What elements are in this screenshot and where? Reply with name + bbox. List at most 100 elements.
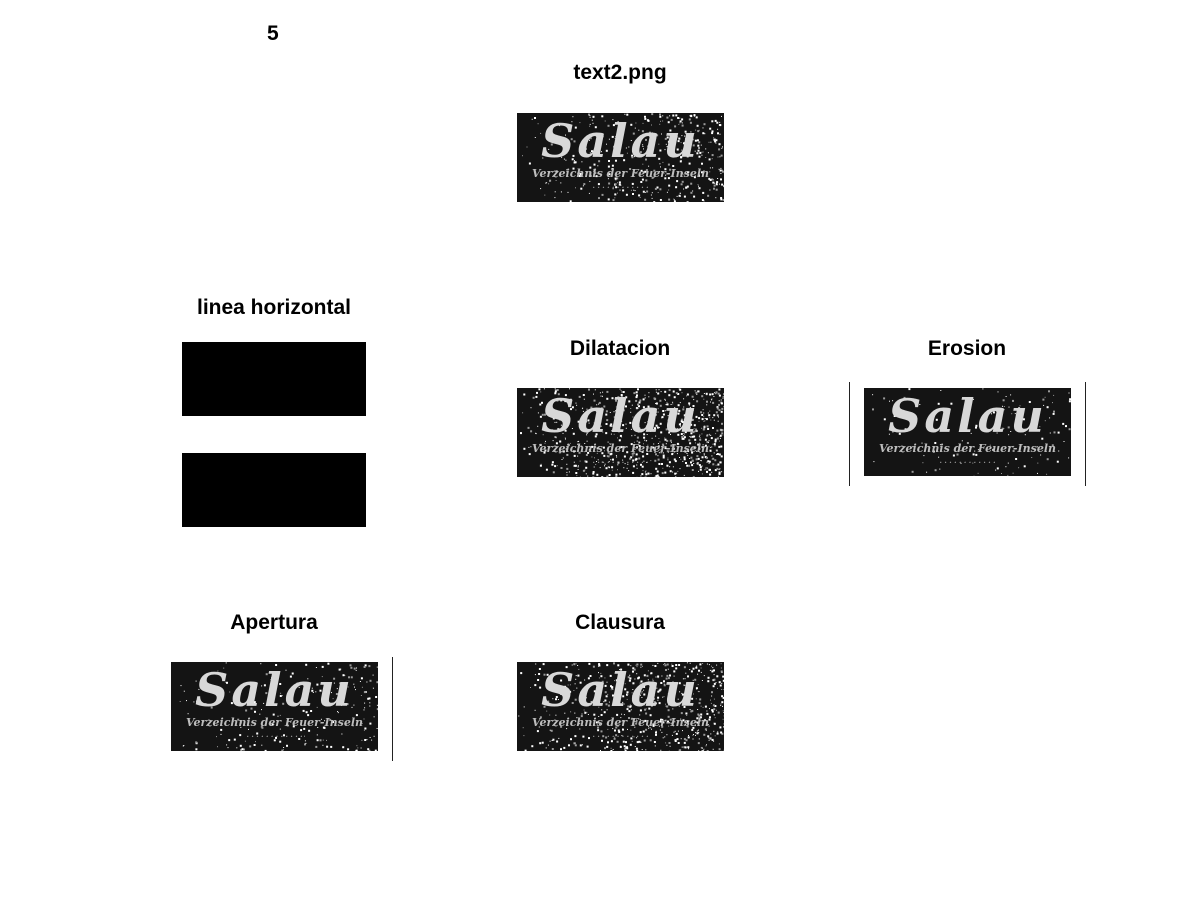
noise-speck xyxy=(658,725,660,727)
noise-speck xyxy=(681,746,683,748)
noise-speck xyxy=(577,420,580,423)
noise-speck xyxy=(243,748,245,751)
noise-speck xyxy=(559,418,562,421)
noise-speck xyxy=(568,444,570,447)
noise-speck xyxy=(617,461,620,464)
noise-speck xyxy=(690,684,692,686)
noise-speck xyxy=(1003,428,1005,429)
noise-speck xyxy=(619,189,621,191)
noise-speck xyxy=(703,454,705,456)
noise-speck xyxy=(599,392,601,394)
noise-speck xyxy=(322,703,325,706)
image-original: Salau Verzeichnis der Feuer-Inseln · · ·… xyxy=(517,113,724,202)
noise-speck xyxy=(662,115,664,117)
noise-speck xyxy=(601,193,604,196)
noise-speck xyxy=(640,680,643,683)
image-word: Salau xyxy=(541,114,700,168)
noise-speck xyxy=(698,732,700,734)
noise-speck xyxy=(656,470,659,473)
noise-speck xyxy=(607,728,609,730)
noise-speck xyxy=(588,662,591,665)
noise-speck xyxy=(997,391,999,393)
noise-speck xyxy=(319,689,322,692)
noise-speck xyxy=(655,389,657,391)
noise-speck xyxy=(620,394,623,396)
noise-speck xyxy=(552,417,555,420)
noise-speck xyxy=(608,173,611,176)
noise-speck xyxy=(701,162,703,165)
noise-speck xyxy=(1005,396,1007,397)
noise-speck xyxy=(680,738,682,740)
noise-speck xyxy=(721,170,724,173)
noise-speck xyxy=(692,431,695,434)
noise-speck xyxy=(685,133,687,135)
noise-speck xyxy=(663,664,664,666)
noise-speck xyxy=(652,446,655,449)
noise-speck xyxy=(537,412,539,414)
noise-speck xyxy=(952,454,955,457)
noise-speck xyxy=(596,691,598,693)
noise-speck xyxy=(691,451,694,454)
noise-speck xyxy=(699,716,702,719)
noise-speck xyxy=(706,441,709,444)
image-subtitle: Verzeichnis der Feuer-Inseln xyxy=(185,716,364,729)
noise-speck xyxy=(665,404,667,406)
noise-speck xyxy=(694,725,696,727)
noise-speck xyxy=(666,744,668,746)
noise-speck xyxy=(1022,418,1025,421)
noise-speck xyxy=(703,719,706,722)
noise-speck xyxy=(650,703,652,705)
noise-speck xyxy=(626,451,629,454)
noise-speck xyxy=(690,115,693,118)
noise-speck xyxy=(966,442,969,444)
noise-speck xyxy=(703,412,705,414)
noise-speck xyxy=(544,449,547,452)
noise-speck xyxy=(614,177,617,180)
noise-speck xyxy=(559,415,562,418)
noise-speck xyxy=(669,115,671,117)
noise-speck xyxy=(945,410,947,412)
noise-speck xyxy=(260,725,263,728)
noise-speck xyxy=(591,428,594,431)
noise-speck xyxy=(586,689,588,691)
noise-speck xyxy=(523,706,525,708)
noise-speck xyxy=(702,444,704,446)
noise-speck xyxy=(692,190,694,192)
noise-speck xyxy=(690,710,693,713)
noise-speck xyxy=(1002,399,1005,402)
noise-speck xyxy=(688,118,691,121)
noise-speck xyxy=(518,715,520,717)
noise-speck xyxy=(715,682,717,684)
noise-speck xyxy=(970,432,972,434)
noise-speck xyxy=(703,453,705,455)
noise-speck xyxy=(685,724,687,726)
noise-speck xyxy=(610,433,612,435)
noise-speck xyxy=(649,423,652,426)
noise-speck xyxy=(628,717,630,719)
noise-speck xyxy=(360,747,362,749)
noise-speck xyxy=(722,146,723,148)
noise-speck xyxy=(667,177,670,180)
noise-speck xyxy=(676,453,678,455)
noise-speck xyxy=(683,414,686,417)
noise-speck xyxy=(592,665,595,668)
noise-speck xyxy=(612,124,615,127)
noise-speck xyxy=(605,432,608,435)
noise-speck xyxy=(715,188,718,191)
noise-speck xyxy=(638,405,640,408)
noise-speck xyxy=(624,463,626,465)
noise-speck xyxy=(684,431,687,434)
noise-speck xyxy=(549,740,551,742)
noise-speck xyxy=(536,391,538,394)
noise-speck xyxy=(693,133,695,135)
noise-speck xyxy=(680,183,683,186)
noise-speck xyxy=(645,138,647,141)
noise-speck xyxy=(704,728,707,731)
noise-speck xyxy=(564,685,567,688)
noise-speck xyxy=(572,167,575,170)
noise-speck xyxy=(661,725,664,728)
noise-speck xyxy=(687,691,689,693)
noise-speck xyxy=(694,150,696,152)
noise-speck xyxy=(719,183,720,185)
noise-speck xyxy=(619,745,622,748)
